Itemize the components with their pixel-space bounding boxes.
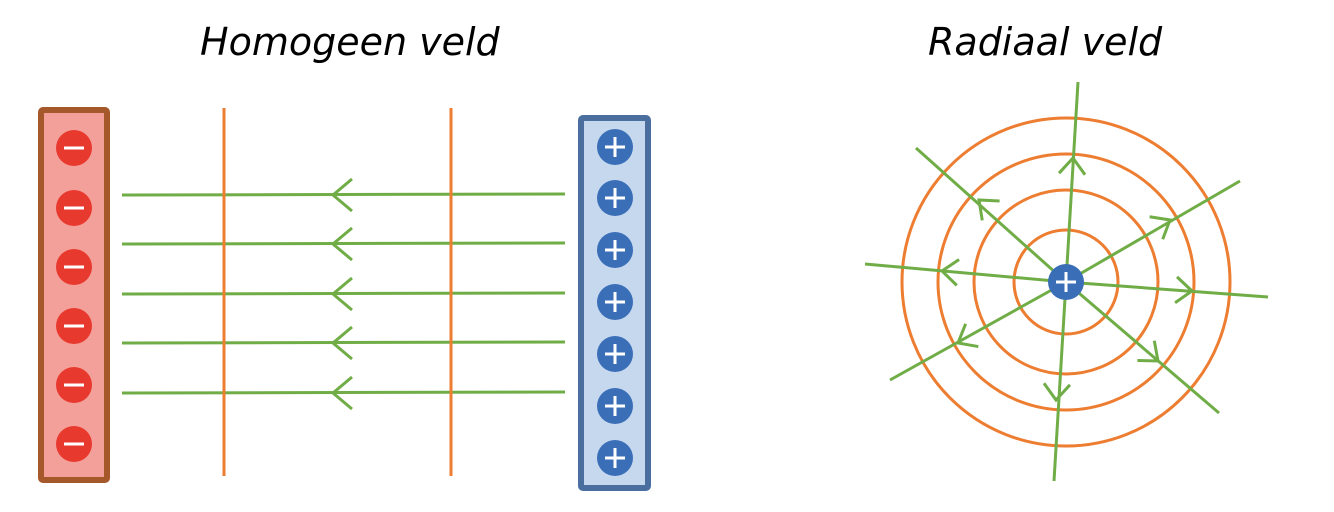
radial-field-line (915, 146, 1067, 284)
equipotential-circle (972, 188, 1160, 376)
radial-field-line (1065, 179, 1241, 284)
field-line-arrow (330, 177, 353, 213)
radial-field-line (1065, 280, 1220, 415)
field-line (121, 340, 566, 345)
radial-field-diagram (864, 81, 1269, 482)
radial-field-arrow (1057, 155, 1087, 176)
equipotential-circle (900, 116, 1232, 448)
radial-field-line (864, 262, 1067, 284)
homogeneous-field-title: Homogeen veld (200, 20, 500, 64)
radial-field-arrow (939, 258, 960, 287)
radial-field-line (1052, 281, 1068, 482)
radial-field-arrow (1042, 382, 1072, 403)
radial-field-arrow (955, 323, 979, 349)
field-line (121, 192, 566, 197)
field-line (121, 241, 566, 246)
radial-field-line (1065, 280, 1269, 299)
field-line-arrow (330, 226, 353, 262)
radial-field-title: Radiaal veld (928, 20, 1163, 64)
field-line (121, 390, 566, 395)
equipotential-circle (1012, 228, 1120, 336)
radial-field-arrow (1149, 215, 1173, 240)
field-line-arrow (330, 375, 353, 411)
radial-field-arrow (977, 198, 1000, 221)
field-line (121, 291, 566, 296)
equipotential-circle (936, 152, 1196, 412)
field-line-arrow (330, 325, 353, 361)
radial-field-arrow (1174, 275, 1195, 305)
field-line-arrow (330, 276, 353, 312)
radial-field-line (1064, 81, 1080, 283)
radial-field-line (889, 280, 1067, 382)
homogeneous-field-diagram (38, 107, 651, 491)
radial-field-arrow (1137, 340, 1160, 363)
